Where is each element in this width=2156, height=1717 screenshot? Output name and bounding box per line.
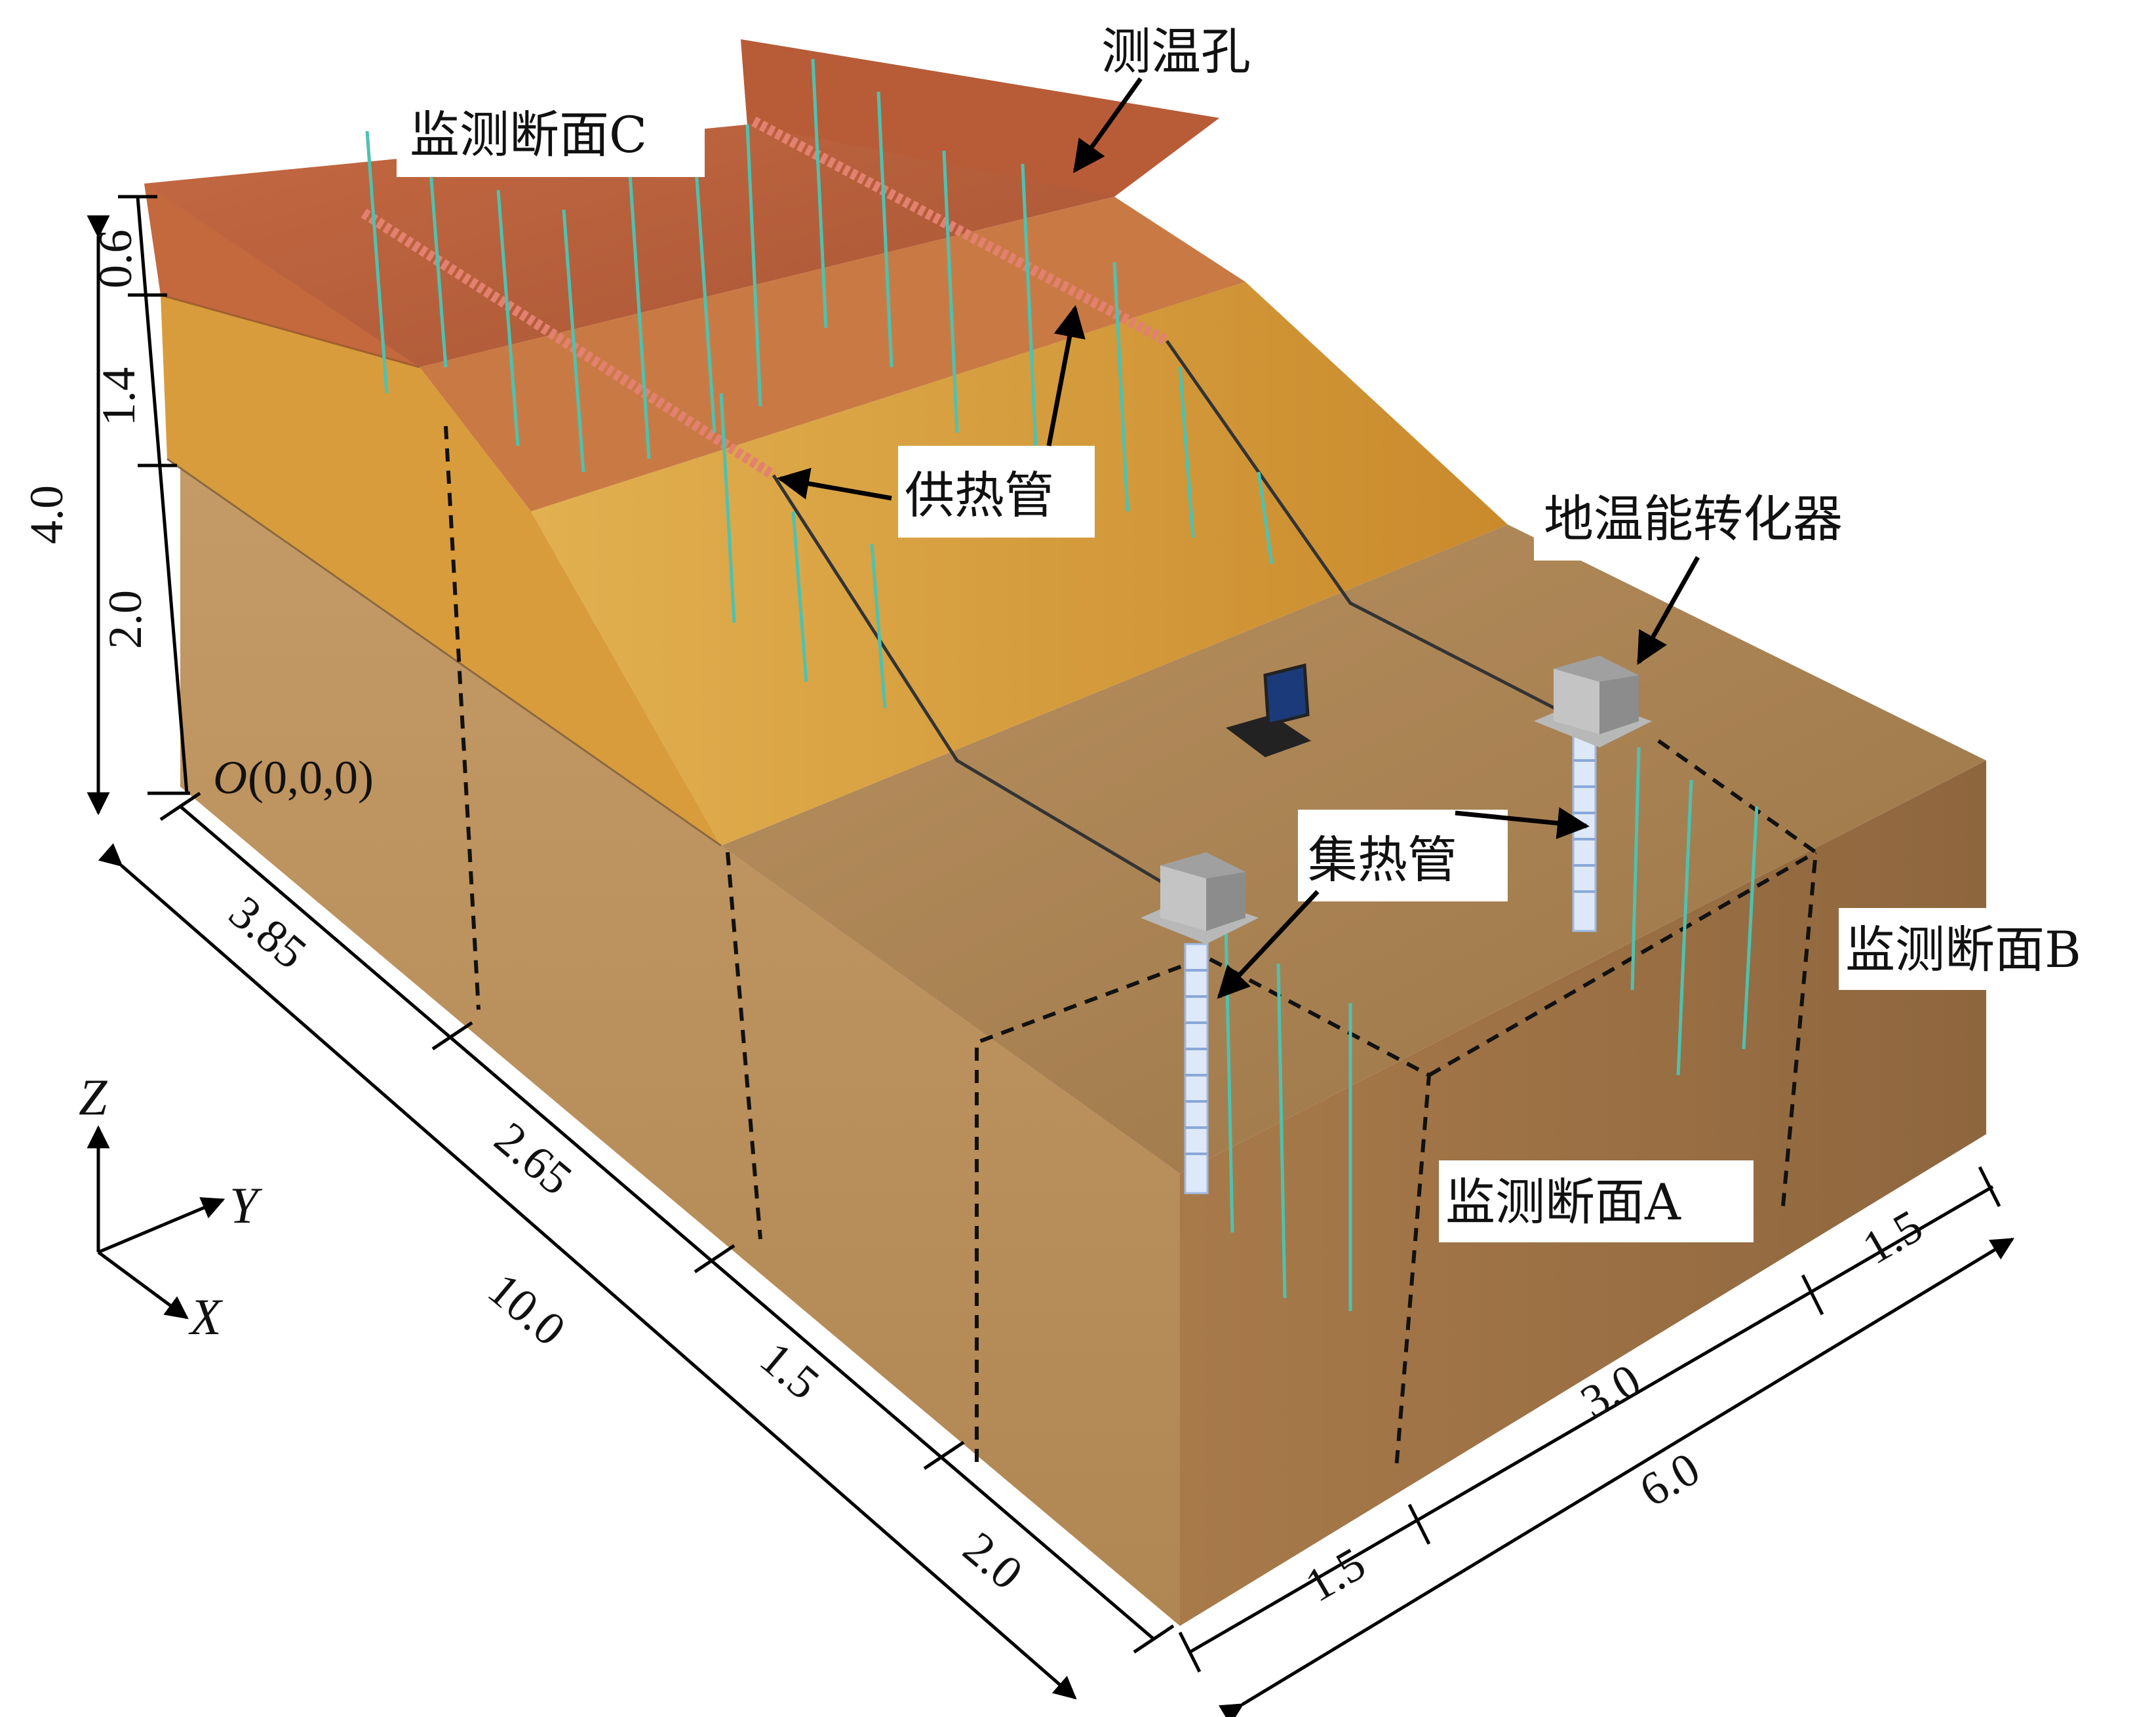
heat-supply-pipe-1 [361, 208, 777, 480]
temp-hole-label: 测温孔 [1101, 22, 1251, 81]
dash-left-1 [444, 425, 480, 1010]
section-b-label: 监测断面B [1845, 920, 2081, 979]
heat-collect-pipe-a [1184, 943, 1209, 1194]
heat-collect-pipe-b [1572, 733, 1597, 932]
probe [1112, 262, 1129, 512]
dim-length-total-line [98, 843, 1077, 1700]
dim-length-tick-4 [1133, 1624, 1175, 1654]
arrow-temp-hole [1073, 77, 1143, 173]
probe [870, 543, 887, 709]
probe [496, 189, 520, 446]
arrow-heat-supply-1 [777, 467, 892, 501]
arrow-heat-supply-2 [1046, 305, 1086, 446]
front-left-face-top-layer [144, 184, 531, 511]
dim-width-tick-3 [1978, 1166, 2001, 1208]
layer-line-1 [160, 294, 420, 368]
probe [811, 58, 828, 328]
probe [1676, 780, 1693, 1076]
probe [1178, 366, 1195, 538]
label-box-temp-hole [1088, 13, 1291, 92]
label-box-section-b [1839, 908, 2147, 990]
geo-converter-label: 地温能转化器 [1544, 490, 1843, 548]
cable-1 [772, 474, 1168, 887]
layer-line-2 [167, 458, 722, 847]
dim-length-tick-0 [159, 791, 201, 821]
probe [745, 124, 762, 407]
cable-2 [1165, 340, 1581, 723]
arrow-converter [1636, 556, 1700, 665]
heat-collect-pipe-a-rings [1185, 969, 1207, 1155]
section-a-label: 监测断面A [1445, 1173, 1681, 1231]
dim-length-seg3: 1.5 [751, 1332, 829, 1410]
probe [942, 150, 959, 433]
section-b-outline [1657, 739, 1818, 1207]
front-left-face-mid-layer [161, 295, 721, 846]
heat-collect-pipe-b-rings [1573, 759, 1596, 893]
axis-y-line [98, 1197, 225, 1254]
dim-width-total: 6.0 [1631, 1442, 1708, 1517]
axis-x-line [97, 1250, 189, 1320]
probe [693, 150, 716, 433]
probe [1742, 806, 1759, 1050]
axis-x-label: X [188, 1288, 224, 1345]
probe [876, 91, 893, 368]
dim-layer-top: 0.6 [89, 229, 142, 288]
probe [365, 130, 389, 394]
dim-height-total: 4.0 [20, 485, 73, 544]
probe [1257, 471, 1274, 564]
probe [627, 163, 651, 460]
dim-length-seg2: 2.65 [485, 1112, 582, 1205]
probe [791, 511, 808, 682]
label-box-collector [1298, 810, 1508, 901]
probe [562, 209, 585, 473]
probe [719, 393, 736, 623]
converter-box-icon [1534, 656, 1652, 747]
dim-width-seg1: 1.5 [1297, 1537, 1374, 1612]
label-box-heat-supply [898, 446, 1095, 538]
dim-length-seg4: 2.0 [954, 1522, 1032, 1600]
dim-width-tick-0 [1178, 1631, 1202, 1673]
arrow-collector-b [1455, 807, 1590, 839]
origin-label-coords: (0,0,0) [248, 751, 374, 804]
embankment-mid-slope [531, 282, 1508, 846]
label-box-section-a [1439, 1160, 1754, 1242]
heat-supply-pipe-label: 供热管 [905, 466, 1054, 524]
arrow-collector-a [1217, 890, 1320, 999]
section-c-label: 监测断面C [410, 106, 647, 164]
dim-width-seg3: 1.5 [1854, 1200, 1931, 1274]
dim-layer-bottom: 2.0 [99, 590, 151, 649]
probe [1021, 163, 1038, 446]
temperature-probes [365, 58, 1759, 1311]
dim-layer-mid: 1.4 [92, 367, 145, 426]
converter-box-icon [1141, 852, 1259, 944]
heat-supply-pipe-2 [751, 116, 1169, 346]
origin-label-italic: O [213, 751, 247, 804]
heat-collect-pipe-label: 集热管 [1308, 831, 1457, 889]
laptop-icon [1226, 663, 1311, 757]
axis-z-label: Z [79, 1069, 108, 1126]
dim-length-total: 10.0 [479, 1263, 576, 1356]
axis-y-label: Y [229, 1177, 263, 1234]
label-box-section-c [397, 85, 705, 177]
probe [1630, 747, 1641, 991]
label-box-converter [1534, 482, 1953, 561]
dim-width-total-line [1218, 1237, 2014, 1717]
section-b-top [1428, 850, 1817, 1077]
